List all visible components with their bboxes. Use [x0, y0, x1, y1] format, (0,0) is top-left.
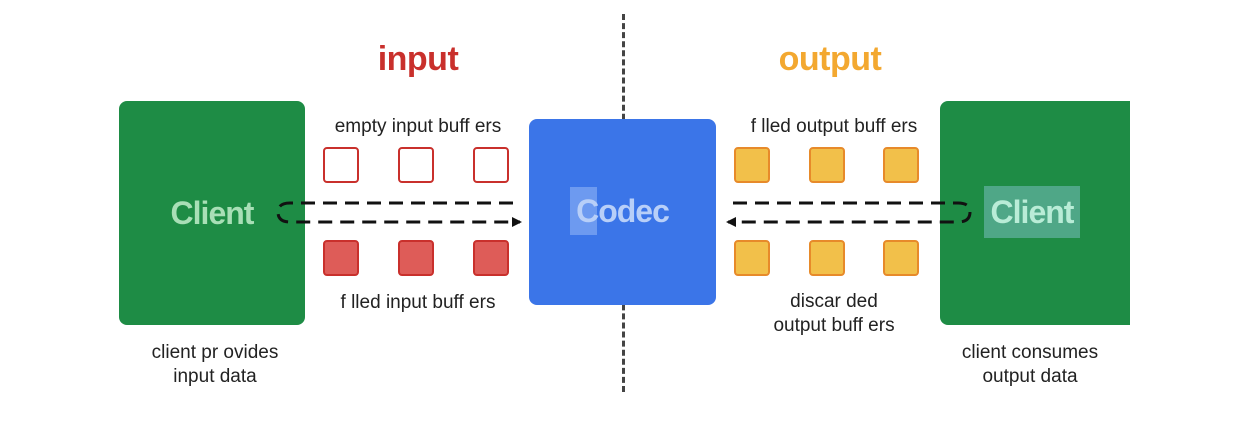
discarded-output-buffer	[734, 240, 770, 276]
empty-input-buffers-caption: empty input buff ers	[334, 116, 502, 137]
codec-text-selection-highlight	[570, 187, 597, 235]
filled-output-buffers-caption: f lled output buff ers	[750, 116, 918, 137]
discarded-output-buffers-caption: discar ded output buff ers	[773, 291, 895, 336]
input-flow-arrow	[276, 201, 522, 227]
empty-input-buffer	[323, 147, 359, 183]
right-client-box: Client	[940, 101, 1130, 325]
output-heading: output	[778, 40, 882, 78]
left-client-box: Client	[119, 101, 305, 325]
output-flow-arrow	[726, 201, 972, 227]
left-client-label: Client	[170, 195, 255, 231]
filled-input-buffer	[323, 240, 359, 276]
empty-input-buffer	[473, 147, 509, 183]
filled-input-buffer	[473, 240, 509, 276]
filled-input-buffers-caption: f lled input buff ers	[340, 292, 496, 313]
codec-label: Codec	[576, 193, 670, 229]
input-heading: input	[377, 40, 459, 78]
client-provides-caption: client pr ovides input data	[151, 342, 279, 387]
filled-output-buffer	[734, 147, 770, 183]
filled-output-buffer	[883, 147, 919, 183]
empty-input-buffer	[398, 147, 434, 183]
codec-box: Codec	[529, 119, 716, 305]
discarded-output-buffer	[883, 240, 919, 276]
right-client-label: Client	[984, 186, 1080, 238]
filled-input-buffer	[398, 240, 434, 276]
client-consumes-caption: client consumes output data	[961, 342, 1099, 387]
discarded-output-buffer	[809, 240, 845, 276]
filled-output-buffer	[809, 147, 845, 183]
